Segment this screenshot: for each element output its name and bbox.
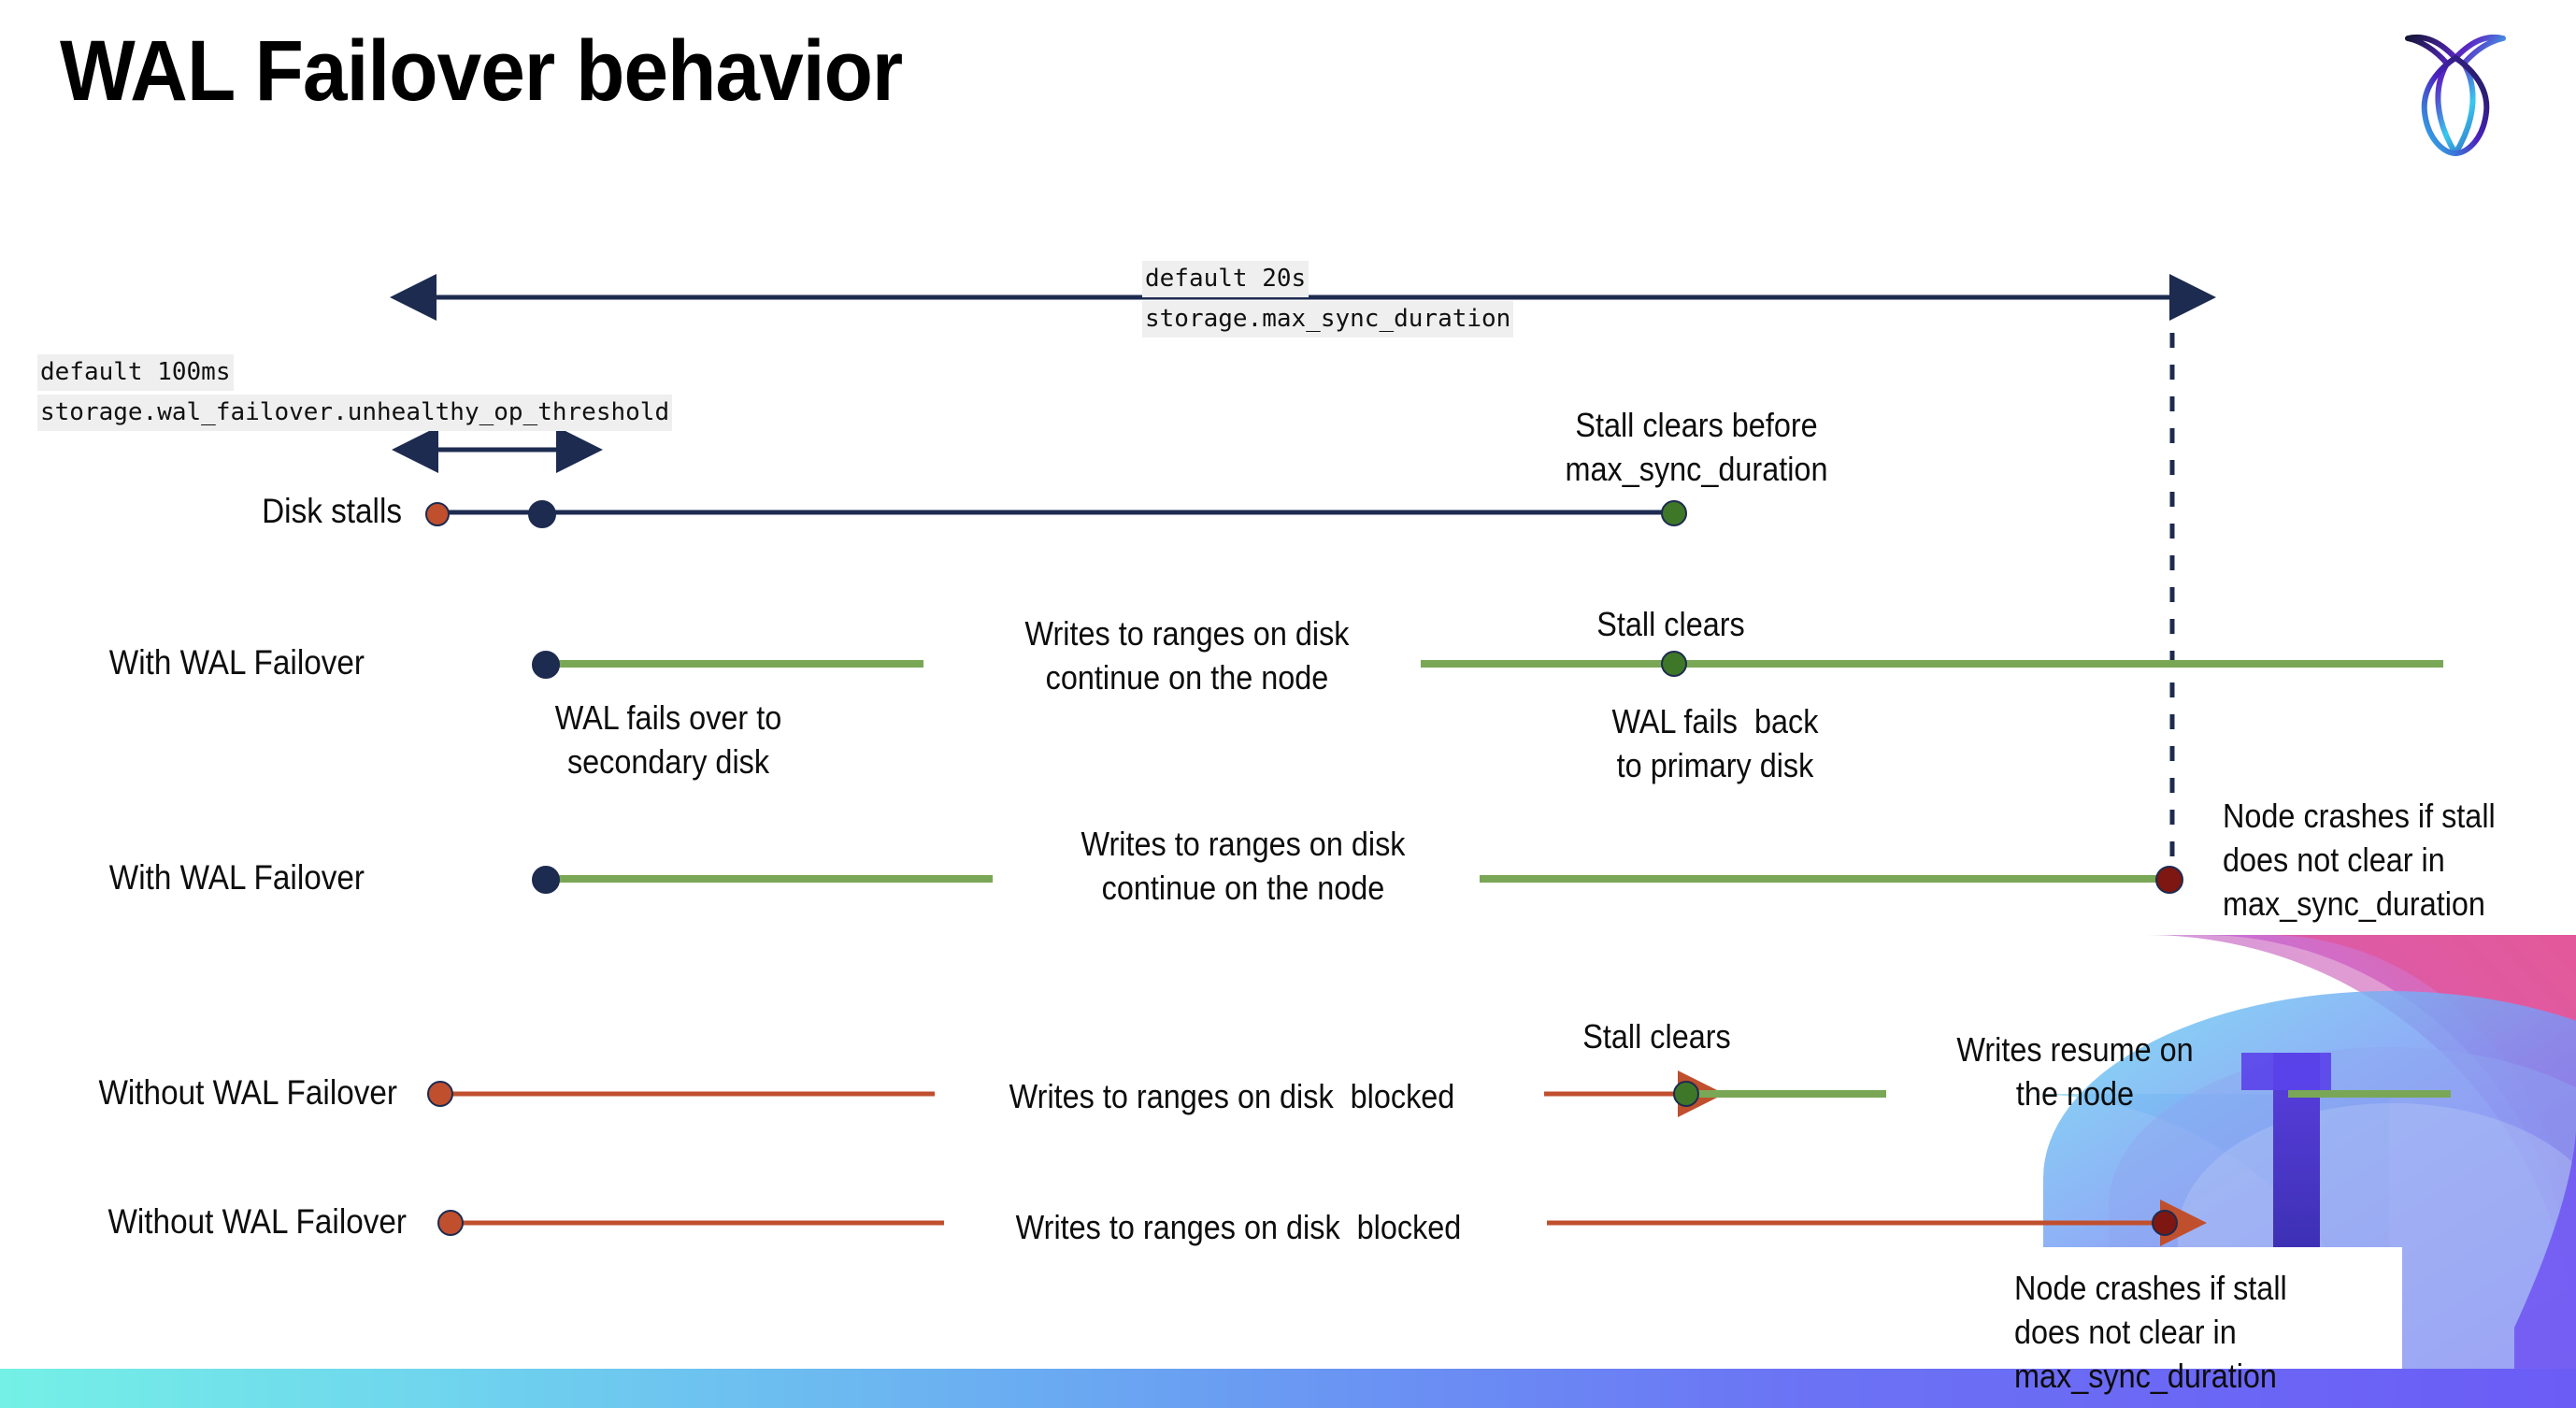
note-stall-clears-before-max-sync: Stall clears before max_sync_duration — [1565, 406, 1828, 488]
event-dot-node-crash-row5 — [2152, 1210, 2178, 1236]
row-label-without-wal-failover-2: Without WAL Failover — [107, 1202, 408, 1241]
bottom-accent-bar — [0, 1369, 2576, 1408]
event-dot-stall-clears-row4 — [1673, 1081, 1699, 1107]
row-label-with-wal-failover-2: With WAL Failover — [108, 858, 365, 897]
event-dot-failover-trigger — [528, 500, 556, 528]
unhealthy-default-label: default 100ms — [37, 354, 234, 391]
row-label-disk-stalls: Disk stalls — [262, 492, 402, 530]
note-wal-fails-back-primary: WAL fails back to primary disk — [1611, 702, 1819, 784]
note-node-crashes-row3: Node crashes if stall does not clear in … — [2223, 797, 2496, 923]
max-sync-setting-label: storage.max_sync_duration — [1142, 301, 1514, 338]
note-writes-resume: Writes resume on the node — [1956, 1030, 2194, 1113]
event-dot-stall-clears-row2 — [1661, 651, 1687, 677]
cockroach-labs-logo — [2405, 34, 2506, 157]
note-writes-continue-row2: Writes to ranges on disk continue on the… — [1024, 614, 1350, 697]
note-writes-blocked-row5: Writes to ranges on disk blocked — [1015, 1208, 1462, 1246]
unhealthy-setting-label: storage.wal_failover.unhealthy_op_thresh… — [37, 395, 673, 431]
event-dot-stall-start-row5 — [437, 1210, 464, 1236]
event-dot-stall-start — [425, 502, 450, 526]
note-node-crashes-row5: Node crashes if stall does not clear in … — [2014, 1269, 2287, 1395]
event-dot-stall-clears-row1 — [1661, 500, 1687, 526]
note-wal-fails-over-secondary: WAL fails over to secondary disk — [554, 698, 782, 781]
note-writes-continue-row3: Writes to ranges on disk continue on the… — [1080, 825, 1406, 907]
row-label-with-wal-failover-1: With WAL Failover — [108, 643, 365, 682]
event-dot-stall-start-row4 — [427, 1081, 453, 1107]
page-title: WAL Failover behavior — [60, 23, 903, 119]
note-writes-blocked-row4: Writes to ranges on disk blocked — [1009, 1077, 1455, 1115]
event-dot-wal-fails-over-row2 — [532, 651, 560, 679]
note-stall-clears-row2: Stall clears — [1596, 605, 1745, 643]
max-sync-default-label: default 20s — [1142, 261, 1309, 297]
event-dot-node-crash-row3 — [2155, 866, 2183, 894]
note-stall-clears-row4: Stall clears — [1582, 1017, 1731, 1056]
row-label-without-wal-failover-1: Without WAL Failover — [98, 1073, 398, 1112]
event-dot-wal-fails-over-row3 — [532, 866, 560, 894]
